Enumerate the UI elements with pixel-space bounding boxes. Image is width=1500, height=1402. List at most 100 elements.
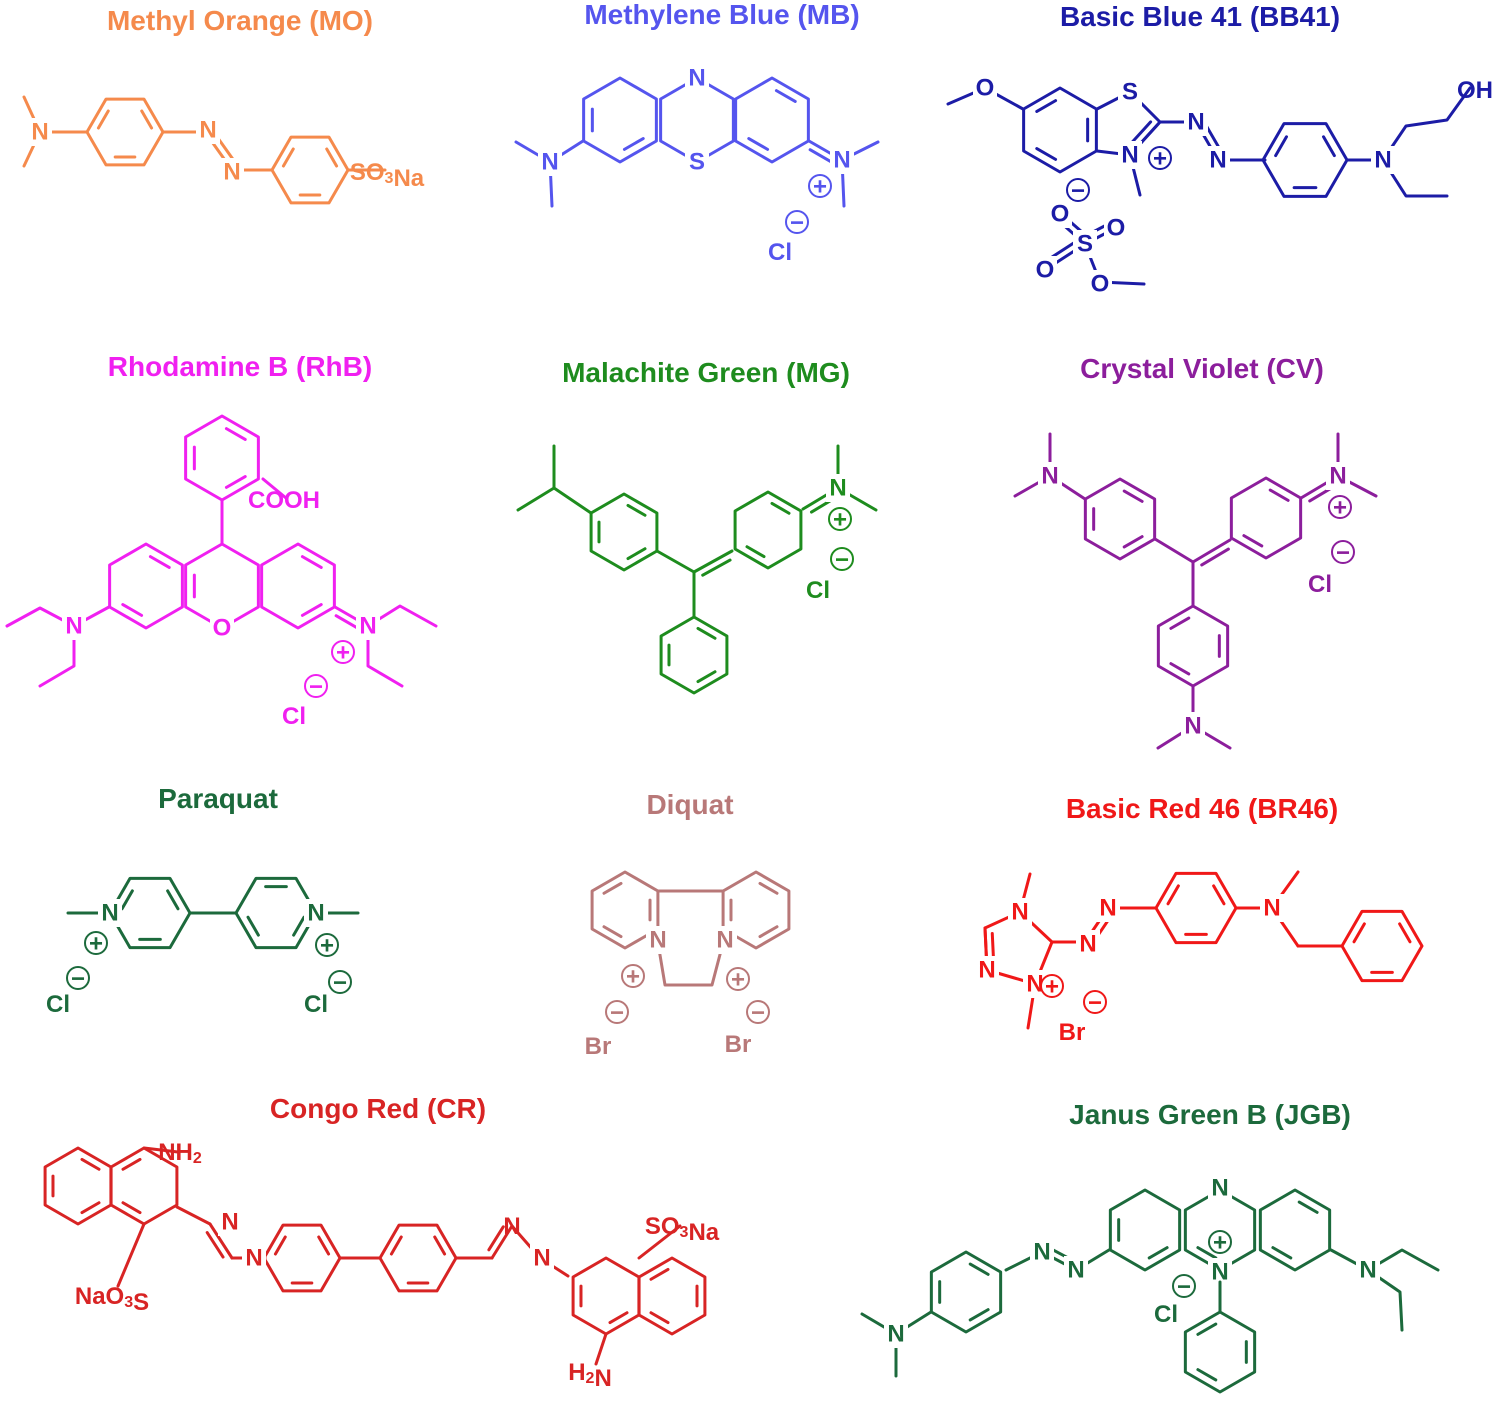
double-bond <box>1047 239 1078 261</box>
atom-mask <box>685 64 709 92</box>
ring <box>108 542 184 630</box>
ring <box>43 1146 113 1226</box>
aromatic-bond <box>121 1201 142 1215</box>
positive-charge: + <box>726 967 750 994</box>
svg-text:+: + <box>1045 974 1059 1001</box>
atom-mask <box>1371 146 1395 174</box>
chloride-counterion: Cl <box>46 991 70 1018</box>
bond <box>1191 538 1232 564</box>
aromatic-bond <box>121 603 144 617</box>
positive-charge: + <box>1040 974 1064 1001</box>
aromatic-bond <box>1122 535 1144 549</box>
atom-mask <box>1181 712 1205 740</box>
bond <box>594 1332 608 1366</box>
atom-n-azo: N <box>1067 1257 1084 1284</box>
negative-charge: − <box>605 1000 629 1027</box>
aromatic-bond <box>626 503 647 517</box>
svg-text:−: − <box>1088 990 1102 1017</box>
atom-mask <box>218 1208 242 1236</box>
atom-n-phenazine: N <box>1211 1175 1228 1202</box>
aromatic-bond <box>389 1235 403 1256</box>
aromatic-bond <box>246 915 260 937</box>
atom-mask <box>1208 1174 1232 1202</box>
atom-mask <box>884 1320 908 1348</box>
atom-n-dimethyl: N <box>541 149 558 176</box>
atom-n-azo: N <box>199 117 216 144</box>
bromide-counterion: Br <box>585 1033 612 1060</box>
atom-n-pyridinium: N <box>101 900 118 927</box>
atom-n-iminium: N <box>833 147 850 174</box>
ring <box>1183 1310 1257 1394</box>
positive-charge: + <box>315 933 339 960</box>
aromatic-bond <box>1271 1246 1293 1260</box>
aromatic-bond <box>1398 922 1412 944</box>
title-rhodamine-b: Rhodamine B (RhB) <box>108 351 372 382</box>
atom-mask <box>28 118 52 146</box>
svg-text:+: + <box>626 964 640 991</box>
atom-mask <box>356 612 380 640</box>
atom-mask <box>1184 108 1208 136</box>
aromatic-bond <box>1212 884 1226 906</box>
double-bond <box>701 558 732 577</box>
aromatic-bond <box>622 137 645 151</box>
ring <box>85 97 165 167</box>
positive-charge: + <box>1328 495 1352 522</box>
aromatic-bond <box>696 626 717 640</box>
group-sulfonate: NaO3S <box>75 1283 149 1316</box>
atom-n-azo: N <box>1079 931 1096 958</box>
atom-n-azo: N <box>1187 109 1204 136</box>
svg-text:+: + <box>1213 1230 1227 1257</box>
negative-charge: − <box>328 970 352 997</box>
svg-text:+: + <box>731 967 745 994</box>
ring <box>1229 476 1303 560</box>
double-bond <box>334 614 362 631</box>
aromatic-bond <box>317 1235 331 1256</box>
atom-n-amine: N <box>1374 147 1391 174</box>
aromatic-bond <box>1166 884 1180 906</box>
atom-mask <box>1008 898 1032 926</box>
negative-charge: − <box>746 1000 770 1027</box>
atom-mask <box>1096 894 1120 922</box>
ring <box>582 76 658 164</box>
positive-charge: + <box>808 174 832 201</box>
atom-n-iminium: N <box>1329 463 1346 490</box>
aromatic-bond <box>747 137 770 151</box>
aromatic-bond <box>121 1157 142 1171</box>
ring <box>637 1256 707 1336</box>
aromatic-bond <box>602 881 623 895</box>
aromatic-bond <box>1035 147 1058 161</box>
chloride-counterion: Cl <box>768 239 792 266</box>
title-basic-red-46: Basic Red 46 (BR46) <box>1066 793 1338 824</box>
aromatic-bond <box>649 1267 670 1281</box>
aromatic-bond <box>1196 1368 1218 1382</box>
atom-mask <box>830 146 854 174</box>
positive-charge: + <box>828 507 852 534</box>
atom-n-diethyl: N <box>1359 1257 1376 1284</box>
atom-mask <box>646 926 670 954</box>
negative-charge: − <box>785 210 809 237</box>
bond <box>490 1224 514 1260</box>
atom-n-azo: N <box>245 1245 262 1272</box>
aromatic-bond <box>626 547 647 561</box>
aromatic-bond <box>224 427 247 441</box>
aromatic-bond <box>758 925 779 939</box>
bond <box>175 1205 212 1226</box>
group-amine: H2N <box>568 1359 612 1392</box>
aromatic-bond <box>608 1311 629 1325</box>
atom-n-phenazinium: N <box>1211 1259 1228 1286</box>
atom-n-amine: N <box>1263 895 1280 922</box>
svg-text:−: − <box>790 210 804 237</box>
aromatic-bond <box>602 925 623 939</box>
aromatic-bond <box>1147 1246 1169 1260</box>
ring <box>260 542 336 630</box>
ring <box>1258 1188 1332 1272</box>
aromatic-bond <box>80 1157 101 1171</box>
atom-n-pyridinium: N <box>307 900 324 927</box>
atom-mask <box>826 474 850 502</box>
aromatic-bond <box>120 889 134 911</box>
structure-malachite-green: N+−Cl <box>516 444 878 695</box>
